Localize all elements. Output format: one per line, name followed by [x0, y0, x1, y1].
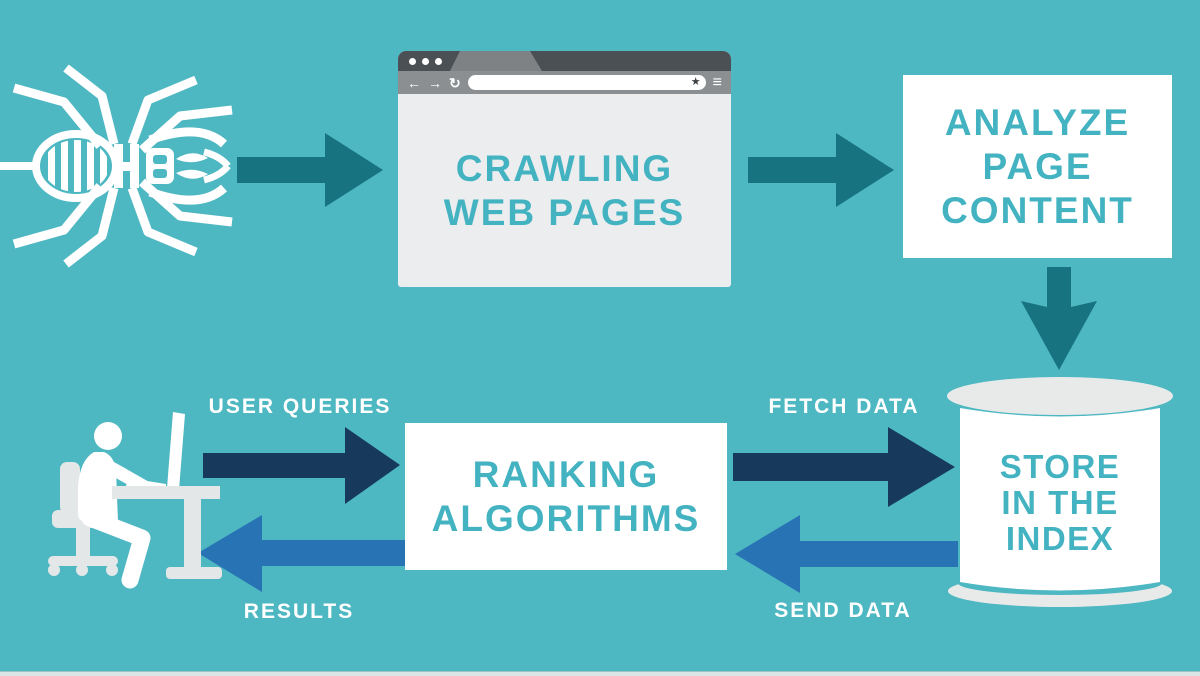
person-at-computer-icon [32, 406, 222, 596]
spider-abdomen-stripes [48, 140, 107, 192]
node-label-line: RANKING [472, 453, 660, 495]
reload-icon: ↻ [449, 74, 461, 91]
label-results: RESULTS [243, 600, 355, 623]
bottom-edge-strip [0, 671, 1200, 676]
arrow-user-queries [203, 427, 400, 504]
database-body [960, 408, 1160, 591]
arrow-fetch-data [733, 427, 955, 507]
browser-dot [435, 57, 442, 65]
browser-toolbar: ← → ↻ ★ ≡ [398, 71, 731, 94]
monitor [167, 412, 185, 490]
label-fetch-data: FETCH DATA [768, 395, 920, 418]
node-label-line: STORE [999, 448, 1121, 485]
arrow-crawling-to-analyze [748, 133, 894, 207]
forward-icon: → [428, 74, 442, 91]
label-send-data: SEND DATA [774, 599, 912, 622]
database-cylinder-icon: STORE IN THE INDEX [945, 377, 1175, 609]
spider-silk-thread [0, 162, 40, 170]
label-user-queries: USER QUERIES [208, 395, 392, 418]
spider-crawler-icon [0, 58, 240, 276]
back-icon: ← [407, 74, 421, 91]
node-store-in-the-index: STORE IN THE INDEX [945, 449, 1175, 557]
arrow-results [198, 515, 405, 592]
node-label-line: WEB PAGES [443, 191, 686, 233]
browser-window-icon: ← → ↻ ★ ≡ CRAWLING WEB PAGES [398, 51, 731, 287]
arrow-spider-to-crawling [237, 133, 383, 207]
arrow-analyze-to-store [1019, 267, 1103, 371]
node-label-line: CONTENT [941, 189, 1134, 231]
desk [112, 486, 222, 579]
node-label-line: ANALYZE [944, 101, 1131, 143]
bookmark-star-icon: ★ [690, 76, 701, 88]
node-analyze-page-content: ANALYZE PAGE CONTENT [903, 75, 1172, 258]
node-ranking-algorithms: RANKING ALGORITHMS [405, 423, 727, 570]
node-label-line: INDEX [1005, 520, 1115, 557]
node-label-line: CRAWLING [455, 147, 674, 189]
address-bar: ★ [467, 75, 706, 90]
browser-dot [409, 57, 416, 65]
menu-icon: ≡ [712, 73, 722, 91]
node-label-line: ALGORITHMS [431, 497, 701, 539]
node-crawling-web-pages: CRAWLING WEB PAGES [398, 94, 731, 287]
browser-tab [450, 51, 542, 71]
node-label-line: IN THE [1001, 484, 1119, 521]
browser-title-bar [398, 51, 731, 71]
browser-dot [422, 57, 429, 65]
arrow-send-data [735, 515, 958, 593]
database-top [947, 377, 1173, 415]
node-label-line: PAGE [982, 145, 1093, 187]
spider-fangs [176, 148, 231, 184]
